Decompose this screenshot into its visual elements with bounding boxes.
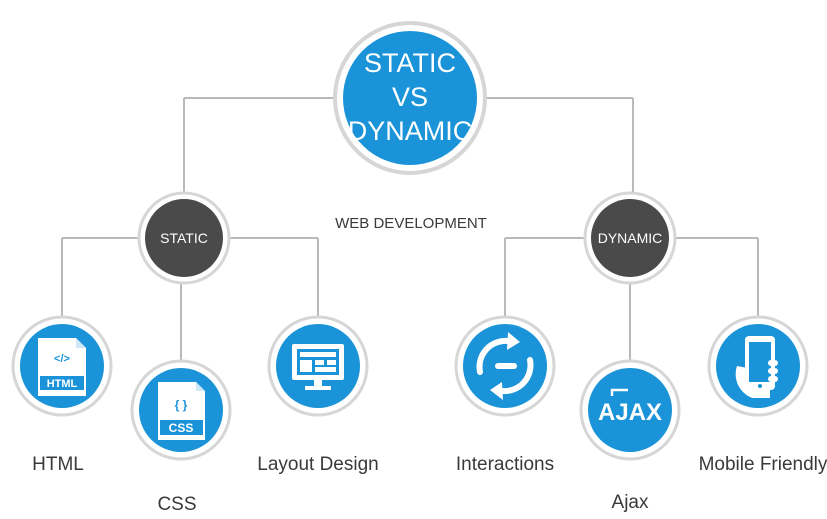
css-file-icon: { } CSS: [158, 382, 205, 440]
mobile-hand-icon: [735, 336, 778, 398]
html-icon-text: HTML: [47, 378, 78, 390]
css-icon-text: CSS: [169, 421, 194, 435]
leaf-ajax-label: Ajax: [612, 492, 649, 513]
dynamic-hub-label: DYNAMIC: [598, 230, 663, 246]
leaf-layout: [267, 315, 369, 417]
static-hub-label: STATIC: [160, 230, 208, 246]
leaf-html: </> HTML: [11, 315, 113, 417]
leaf-mobile: [707, 315, 809, 417]
leaf-ajax: AJAX: [579, 359, 681, 461]
center-title-line3: DYNAMIC: [348, 116, 473, 146]
center-node: STATIC VS DYNAMIC: [333, 21, 487, 175]
web-development-label: WEB DEVELOPMENT: [335, 215, 487, 232]
css-icon-tag: { }: [175, 398, 188, 412]
refresh-arrows-icon: [476, 337, 534, 395]
leaf-css: { } CSS: [130, 359, 232, 461]
leaf-mobile-label: Mobile Friendly: [699, 454, 827, 475]
html-icon-tag: </>: [54, 353, 70, 365]
dynamic-hub: DYNAMIC: [583, 191, 677, 285]
static-hub: STATIC: [137, 191, 231, 285]
leaf-html-label: HTML: [32, 454, 84, 475]
leaf-interactions-label: Interactions: [456, 454, 554, 475]
center-title-line2: VS: [392, 82, 428, 112]
html-file-icon: </> HTML: [38, 338, 86, 396]
ajax-icon: AJAX: [598, 388, 662, 426]
center-title-line1: STATIC: [364, 48, 456, 78]
layout-monitor-icon: [292, 344, 344, 390]
leaf-interactions: [454, 315, 556, 417]
leaf-layout-label: Layout Design: [257, 454, 378, 475]
leaf-css-label: CSS: [157, 494, 196, 515]
ajax-icon-text: AJAX: [598, 399, 662, 426]
